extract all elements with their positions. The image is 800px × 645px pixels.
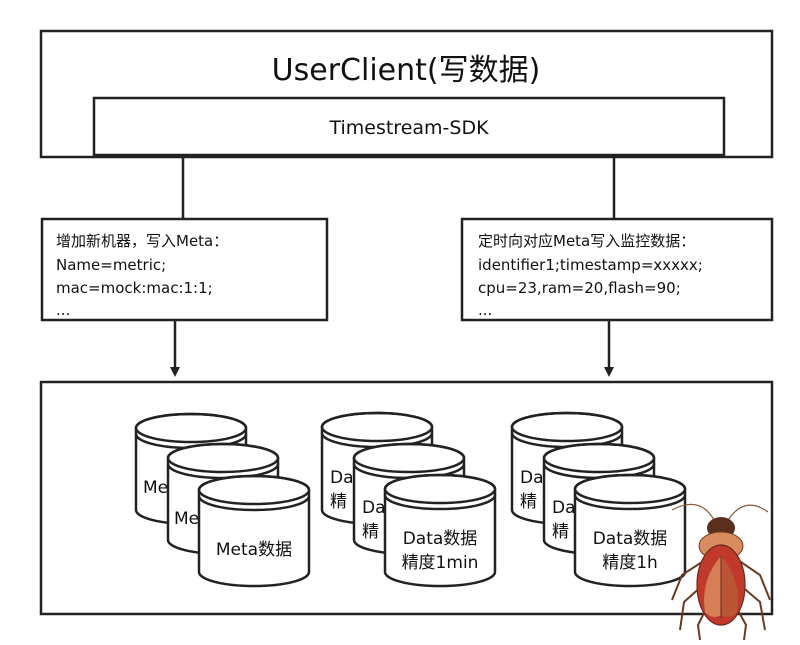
left-note-box — [40, 217, 329, 322]
min-store-front-label: Data数据 — [403, 529, 478, 549]
meta-store-front: Meta数据 — [197, 474, 311, 588]
hour-store-back-1-label: Da — [520, 468, 544, 488]
right-note-line-3: cpu=23,ram=20,flash=90; — [478, 279, 681, 297]
sdk-label: Timestream-SDK — [328, 117, 489, 139]
hour-store-front-label: Data数据 — [593, 529, 668, 549]
right-note-line-4: ... — [478, 301, 492, 319]
min-store-back-2-sub: 精 — [362, 522, 379, 542]
user-client-title: UserClient(写数据) — [272, 53, 541, 88]
hour-store-back-2-sub: 精 — [552, 522, 569, 542]
hour-store-front: Data数据 精度1h — [573, 473, 687, 588]
sdk-box — [92, 96, 726, 157]
hour-store-back-2-label: Da — [552, 498, 576, 518]
right-note-line-1: 定时向对应Meta写入监控数据： — [478, 232, 695, 250]
min-store-back-1-sub: 精 — [330, 492, 347, 512]
left-note-line-3: mac=mock:mac:1:1; — [56, 279, 213, 297]
cockroach-icon — [671, 503, 771, 641]
hour-store-front-sub: 精度1h — [602, 553, 658, 573]
meta-store-back-1-label: Me — [143, 478, 168, 498]
right-note-line-2: identifier1;timestamp=xxxxx; — [478, 256, 703, 274]
left-note-line-1: 增加新机器，写入Meta： — [56, 232, 228, 250]
min-store-back-2-label: Da — [362, 498, 386, 518]
meta-store-front-label: Meta数据 — [216, 540, 292, 560]
left-note-line-2: Name=metric; — [56, 256, 166, 274]
left-note-line-4: ... — [56, 301, 70, 319]
right-note-box — [460, 217, 774, 322]
min-store-front-sub: 精度1min — [402, 553, 479, 573]
hour-store-back-1-sub: 精 — [520, 492, 537, 512]
meta-store-back-2-label: Me — [174, 509, 199, 529]
min-store-front: Data数据 精度1min — [383, 473, 497, 588]
